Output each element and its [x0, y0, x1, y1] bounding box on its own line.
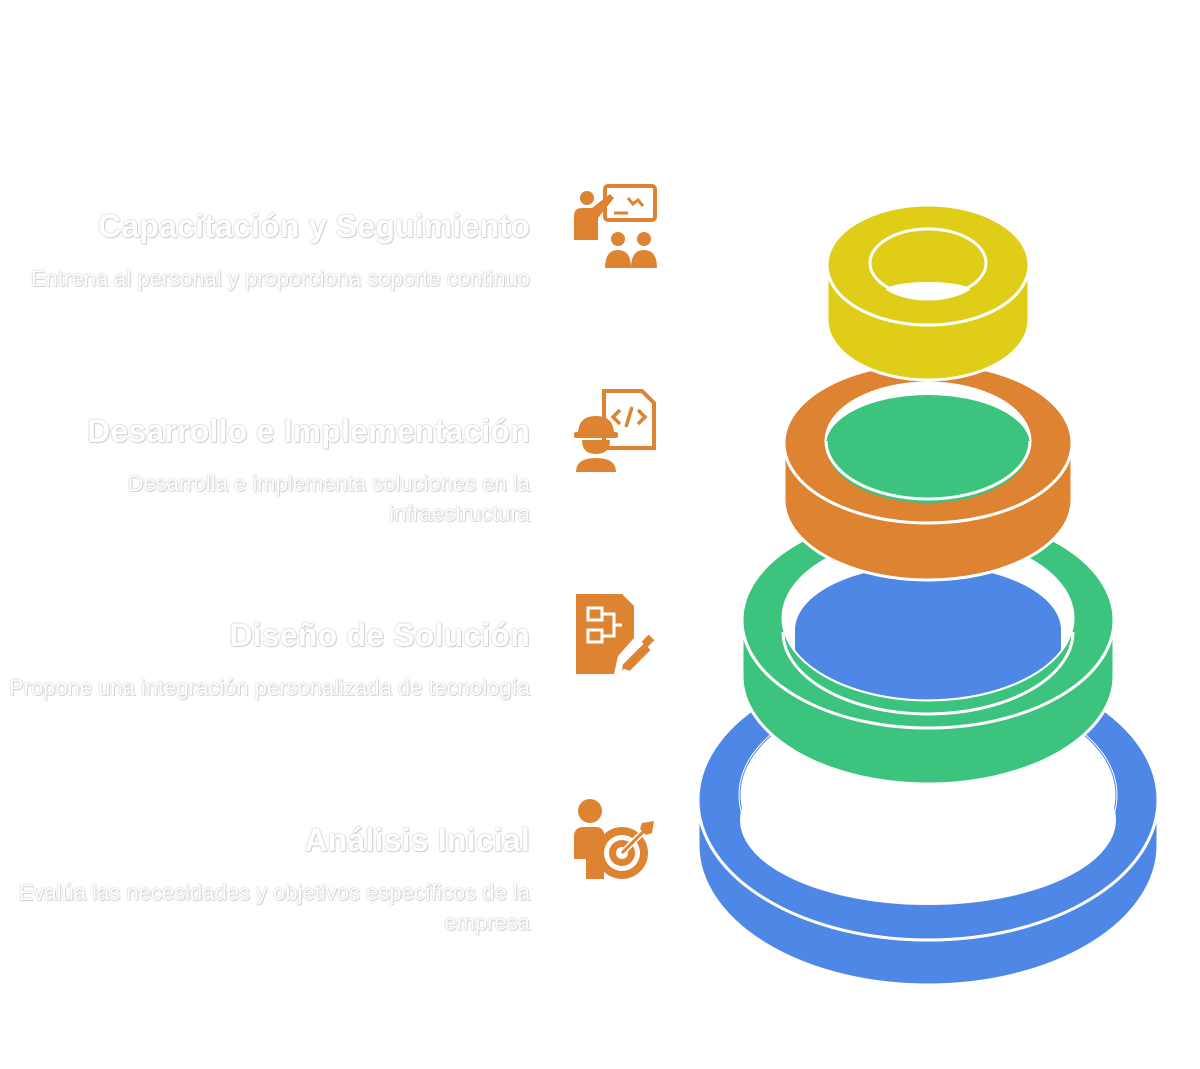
step-description: Evalúa las necesidades y objetivos espec… — [18, 880, 530, 935]
document-design-edit-icon — [576, 594, 655, 678]
ring-desarrollo-implementacion — [782, 361, 1074, 582]
step-title: Desarrollo e Implementación — [87, 413, 530, 449]
step-title: Análisis Inicial — [304, 822, 530, 858]
ring-diseno-solucion — [740, 510, 1116, 786]
step-title: Capacitación y Seguimiento — [98, 208, 530, 244]
step-description: Entrena al personal y proporciona soport… — [31, 266, 530, 291]
ring-capacitacion-seguimiento — [825, 203, 1031, 382]
step-analisis-inicial: Análisis Inicial Evalúa las necesidades … — [0, 820, 530, 938]
training-presentation-icon — [574, 184, 657, 268]
step-description: Desarrolla e implementa soluciones en la… — [127, 471, 530, 526]
step-diseno-solucion: Diseño de Solución Propone una integraci… — [0, 615, 530, 703]
step-desarrollo-implementacion: Desarrollo e Implementación Desarrolla e… — [0, 411, 530, 529]
step-title: Diseño de Solución — [229, 617, 530, 653]
step-capacitacion-seguimiento: Capacitación y Seguimiento Entrena al pe… — [0, 206, 530, 294]
person-target-icon — [574, 799, 654, 879]
step-description: Propone una integración personalizada de… — [8, 675, 530, 700]
developer-code-icon — [574, 389, 656, 472]
